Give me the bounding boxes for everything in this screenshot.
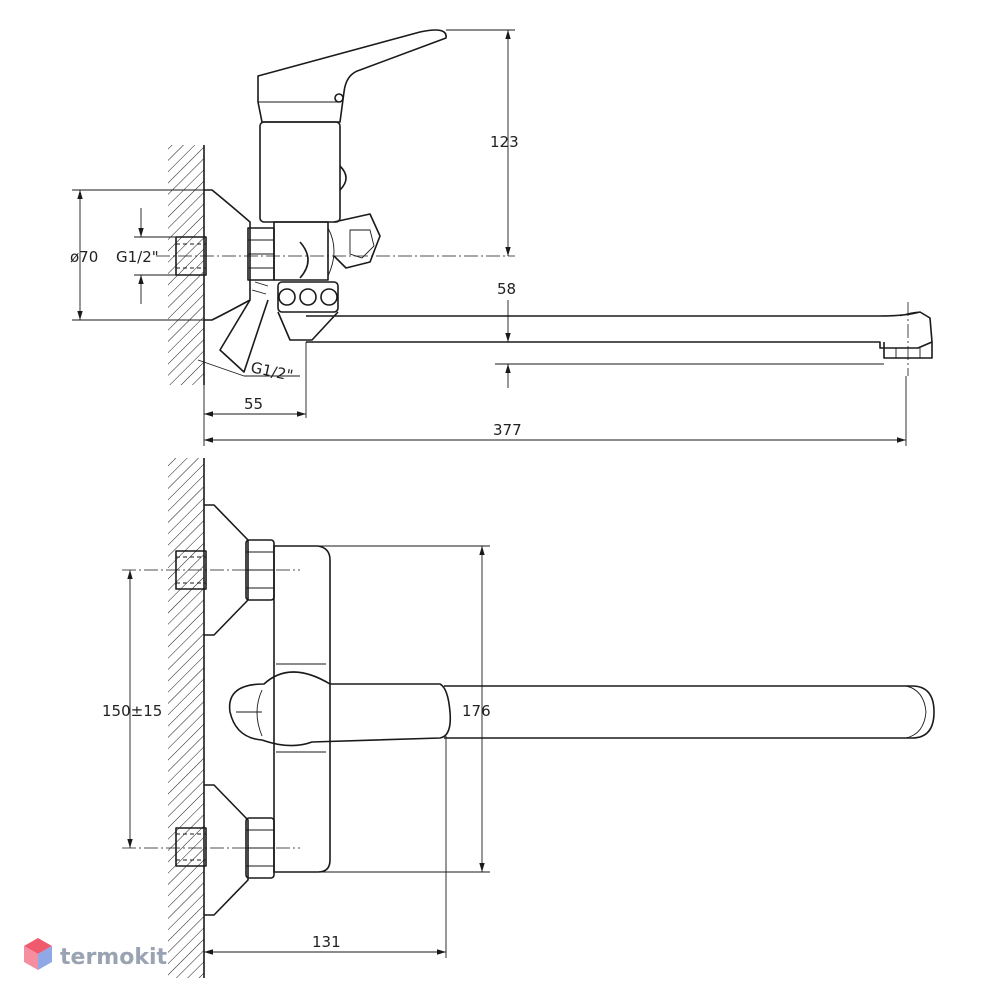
top-spout (444, 685, 935, 739)
dim-diameter-70: ø70 (70, 189, 208, 321)
dim-thread-bottom-label: G1/2" (249, 358, 294, 384)
dim-58: 58 (495, 280, 884, 388)
dim-123-label: 123 (490, 133, 519, 151)
side-wall (168, 145, 205, 385)
brand-name: termokit (60, 945, 167, 970)
dim-176-label: 176 (462, 702, 491, 720)
dim-131-label: 131 (312, 933, 341, 951)
side-lever-handle (257, 29, 447, 123)
dim-55-label: 55 (244, 395, 263, 413)
dim-thread-top: G1/2" (116, 208, 180, 304)
termokit-logo-icon (24, 938, 52, 970)
dim-58-label: 58 (497, 280, 516, 298)
dim-diameter-70-label: ø70 (70, 248, 98, 266)
top-wall (168, 458, 205, 978)
side-lower-thread (219, 281, 269, 373)
dim-150-label: 150±15 (102, 702, 162, 720)
top-lever-handle (228, 671, 452, 747)
dim-55: 55 (203, 342, 307, 446)
side-flange (204, 189, 251, 321)
brand-watermark: termokit (24, 938, 167, 970)
dim-377: 377 (204, 376, 907, 446)
top-view: 150±15 176 131 (102, 458, 935, 978)
dim-thread-bottom: G1/2" (197, 358, 300, 385)
dim-131: 131 (204, 736, 447, 958)
dim-150: 150±15 (102, 570, 162, 848)
side-collar (277, 281, 339, 341)
dim-176: 176 (318, 545, 491, 873)
dim-123: 123 (446, 29, 519, 256)
side-view: 123 58 ø70 G1/2" G1/2 (70, 29, 933, 446)
top-body (273, 545, 331, 873)
dim-377-label: 377 (493, 421, 522, 439)
side-mixer-body (259, 121, 381, 269)
side-nut (247, 221, 335, 281)
side-spout (306, 311, 933, 359)
dim-thread-top-label: G1/2" (116, 248, 159, 266)
